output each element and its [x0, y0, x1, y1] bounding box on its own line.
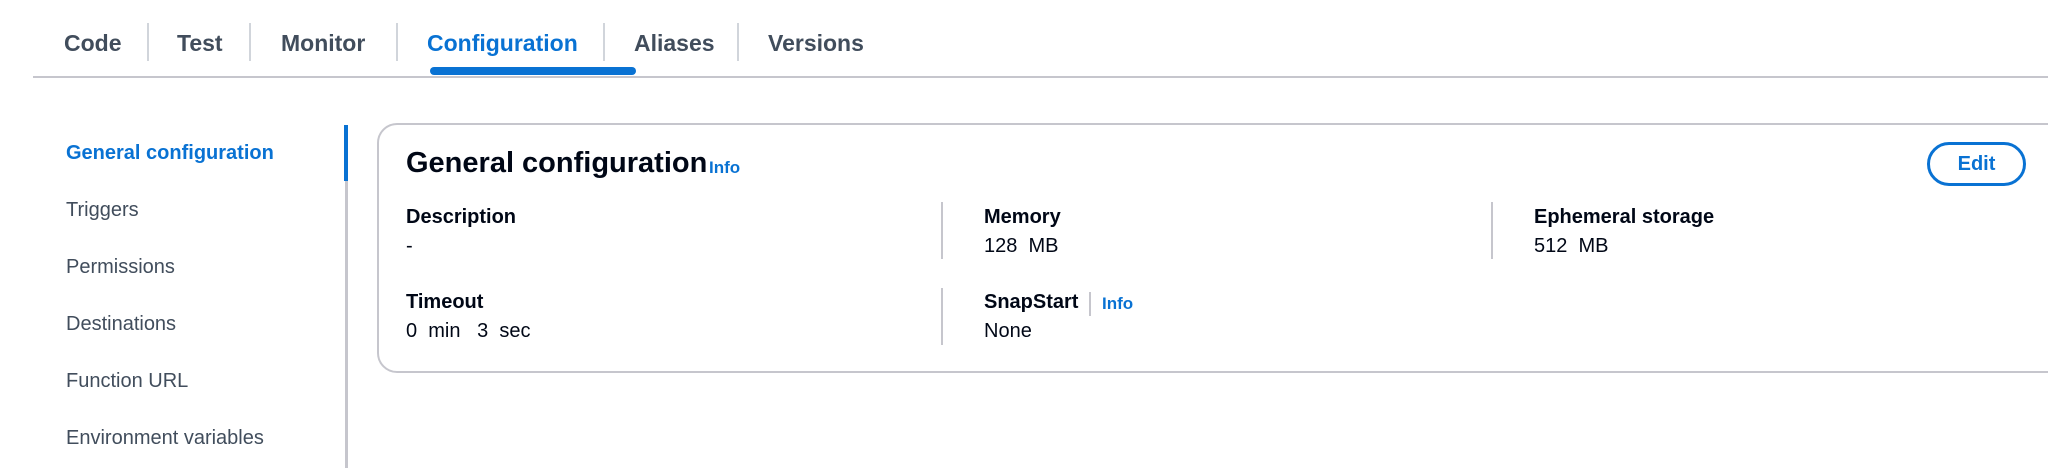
general-configuration-card — [377, 123, 2048, 373]
tab-divider — [396, 23, 398, 61]
sidenav-item-permissions[interactable]: Permissions — [66, 256, 175, 278]
tab-divider — [737, 23, 739, 61]
ephemeral-storage-label: Ephemeral storage — [1534, 206, 1715, 228]
column-divider — [941, 202, 943, 259]
tab-aliases[interactable]: Aliases — [634, 30, 715, 56]
snapstart-label: SnapStart — [984, 291, 1079, 313]
tab-code[interactable]: Code — [64, 30, 122, 56]
snapstart-info-link[interactable]: Info — [1102, 294, 1134, 313]
memory-value: 128 MB — [984, 235, 1059, 257]
column-divider — [1491, 202, 1493, 259]
tab-bar: Code Test Monitor Configuration Aliases … — [33, 0, 2048, 78]
description-label: Description — [406, 206, 517, 228]
tab-configuration[interactable]: Configuration — [427, 30, 578, 56]
timeout-value: 0 min 3 sec — [406, 320, 531, 342]
description-value: - — [406, 235, 413, 257]
sidenav-item-triggers[interactable]: Triggers — [66, 199, 139, 221]
sidenav-item-destinations[interactable]: Destinations — [66, 313, 177, 335]
sidenav-item-general-configuration[interactable]: General configuration — [66, 142, 274, 164]
sidenav-item-function-url[interactable]: Function URL — [66, 370, 189, 392]
ephemeral-storage-value: 512 MB — [1534, 235, 1609, 257]
tab-divider — [603, 23, 605, 61]
timeout-label: Timeout — [406, 291, 484, 313]
tab-test[interactable]: Test — [177, 30, 223, 56]
sidenav-item-environment-variables[interactable]: Environment variables — [66, 427, 264, 449]
snapstart-info-divider — [1089, 292, 1091, 316]
edit-button[interactable]: Edit — [1927, 142, 2026, 186]
tab-monitor[interactable]: Monitor — [281, 30, 366, 56]
side-navigation-active-indicator — [344, 125, 348, 181]
side-navigation-rail — [345, 125, 348, 468]
tab-divider — [249, 23, 251, 61]
tab-divider — [147, 23, 149, 61]
memory-label: Memory — [984, 206, 1061, 228]
title-info-link[interactable]: Info — [709, 158, 741, 177]
tab-versions[interactable]: Versions — [768, 30, 864, 56]
active-tab-indicator — [430, 67, 636, 75]
column-divider — [941, 288, 943, 345]
card-title: General configuration — [406, 147, 708, 179]
snapstart-value: None — [984, 320, 1032, 342]
